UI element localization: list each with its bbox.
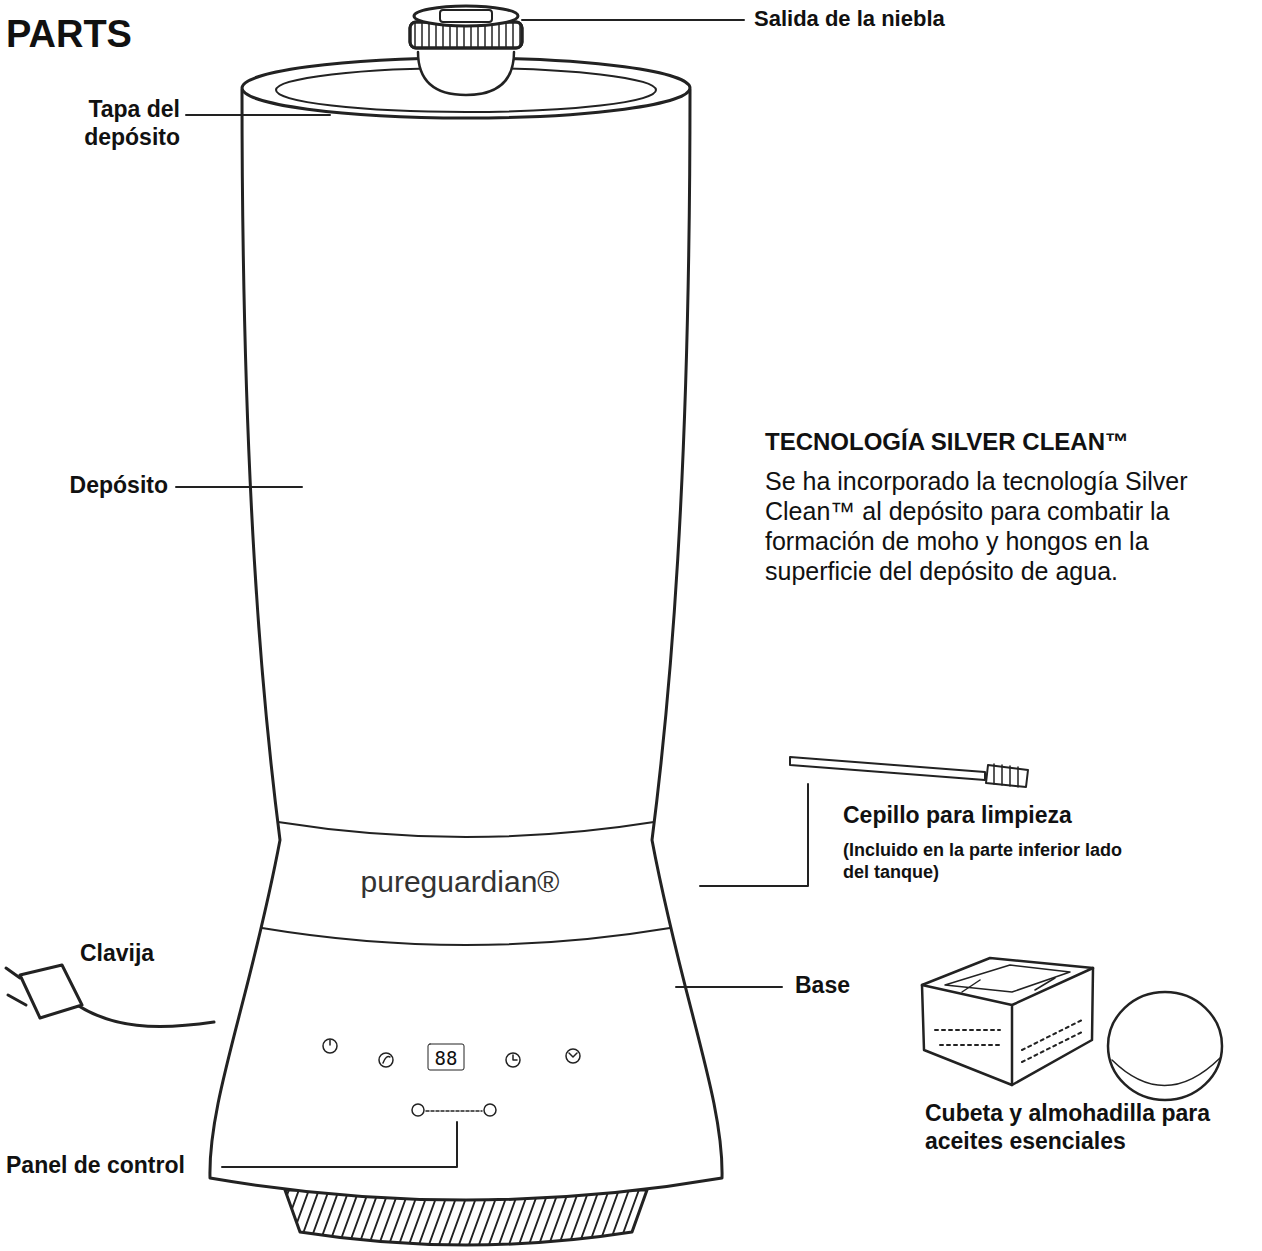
part-label: Salida de la niebla xyxy=(754,6,945,32)
part-label: Base xyxy=(795,972,850,1000)
essential-oil-tray xyxy=(922,958,1093,1085)
control-icons xyxy=(323,1039,580,1116)
part-label: Depósito xyxy=(40,472,168,500)
part-label: Clavija xyxy=(80,940,154,968)
part-note: (Incluido en la parte inferior lado del … xyxy=(843,840,1143,883)
feature-heading: TECNOLOGÍA SILVER CLEAN™ xyxy=(765,428,1129,457)
leader-lines xyxy=(176,20,808,1167)
power-cord xyxy=(70,1000,214,1027)
part-label: Cepillo para limpieza xyxy=(843,802,1072,830)
part-label: Tapa del depósito xyxy=(40,96,180,151)
mist-outlet-base xyxy=(418,52,514,95)
mist-outlet-slot xyxy=(440,10,492,22)
tank-base-seam xyxy=(278,822,654,837)
plug-body xyxy=(20,965,82,1018)
base-top-seam xyxy=(262,928,670,945)
part-label: Cubeta y almohadilla para aceites esenci… xyxy=(925,1100,1255,1155)
humidifier-body xyxy=(210,90,722,1200)
part-label: Panel de control xyxy=(6,1152,185,1180)
plug-prongs xyxy=(6,968,26,1005)
mist-outlet-top xyxy=(414,6,518,26)
brand-logo: pureguardian® xyxy=(360,864,560,900)
led-display: 88 xyxy=(428,1045,464,1071)
cleaning-brush xyxy=(790,757,1028,787)
essential-oil-pad xyxy=(1108,992,1222,1100)
feature-note: Se ha incorporado la tecnología Silver C… xyxy=(765,466,1225,586)
title: PARTS xyxy=(6,12,132,58)
